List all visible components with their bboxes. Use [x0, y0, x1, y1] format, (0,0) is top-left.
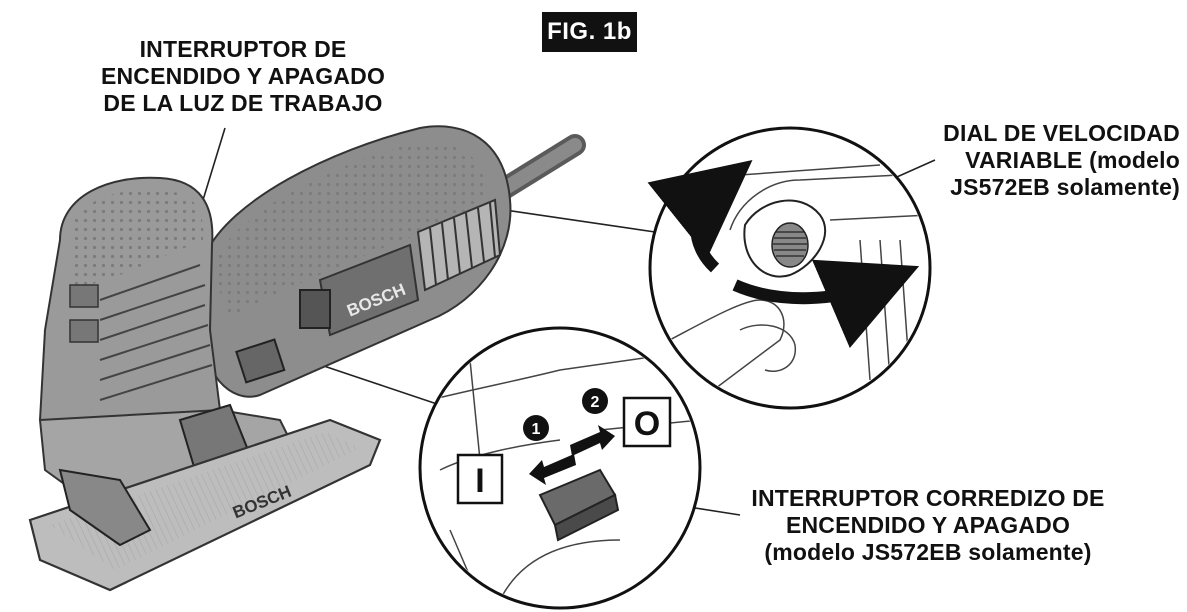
step-2-number: 2 — [591, 394, 600, 411]
speed-dial-detail — [647, 126, 932, 410]
label-line: ENCENDIDO Y APAGADO — [100, 63, 386, 90]
slide-switch — [235, 338, 286, 384]
label-line: INTERRUPTOR DE — [139, 36, 347, 62]
label-line: VARIABLE (modelo — [965, 147, 1180, 174]
label-line: JS572EB solamente) — [950, 174, 1180, 201]
speed-dial — [299, 289, 331, 329]
step-1-badge — [523, 415, 549, 441]
label-line: DE LA LUZ DE TRABAJO — [103, 90, 383, 117]
figure-label: FIG. 1b — [542, 12, 637, 52]
slide-switch-detail: I O 1 2 — [418, 326, 702, 610]
step-1-number: 1 — [532, 421, 541, 438]
label-line: ENCENDIDO Y APAGADO — [785, 512, 1071, 539]
off-symbol: O — [634, 405, 660, 443]
label-line: DIAL DE VELOCIDAD — [943, 120, 1180, 146]
work-light-switch — [69, 284, 99, 308]
vent-grille — [416, 198, 502, 292]
slide-switch-label: INTERRUPTOR CORREDIZO DE ENCENDIDO Y APA… — [740, 485, 1116, 566]
handle-ribs — [99, 264, 213, 401]
off-symbol-box — [622, 396, 672, 448]
label-line: INTERRUPTOR CORREDIZO DE — [751, 485, 1105, 511]
speed-dial-label: DIAL DE VELOCIDAD VARIABLE (modelo JS572… — [930, 120, 1180, 201]
step-2-badge — [582, 388, 608, 414]
jigsaw: BOSCH BOSCH — [28, 125, 586, 592]
on-symbol: I — [475, 462, 484, 500]
rotate-arrow-icon — [732, 259, 920, 349]
work-light-switch-label: INTERRUPTOR DE ENCENDIDO Y APAGADO DE LA… — [94, 36, 392, 117]
label-line: (modelo JS572EB solamente) — [764, 539, 1092, 566]
on-symbol-box — [456, 453, 504, 505]
rotate-arrow-icon — [647, 159, 753, 273]
